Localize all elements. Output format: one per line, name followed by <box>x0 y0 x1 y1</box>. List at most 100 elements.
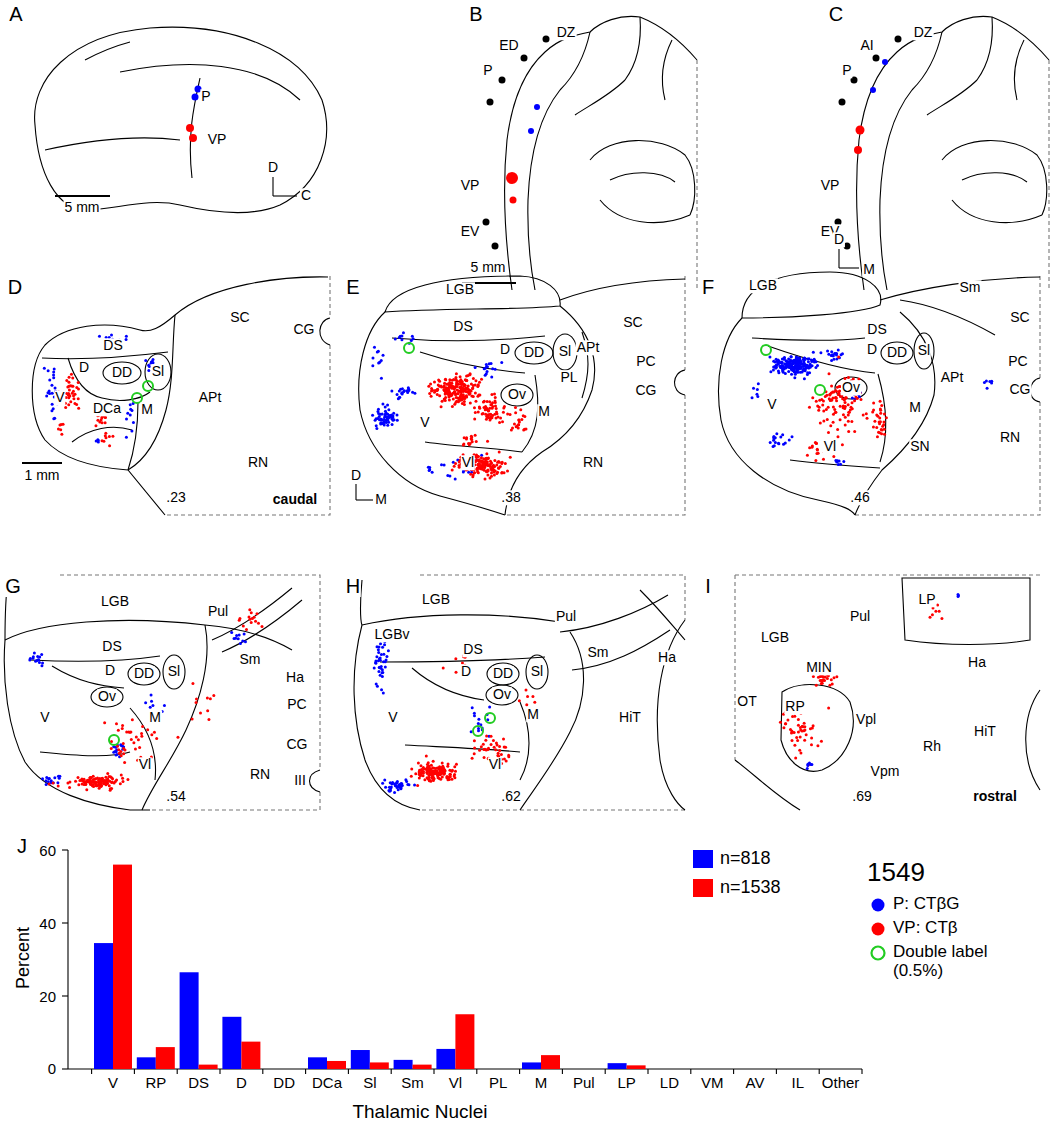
cell-dot <box>450 394 453 397</box>
cell-dot <box>490 375 493 378</box>
outline <box>719 318 855 515</box>
cell-dot <box>777 442 780 445</box>
outline <box>768 346 875 373</box>
cell-dot <box>72 397 75 400</box>
cell-dot <box>834 459 837 462</box>
cell-dot <box>478 749 481 752</box>
cell-dot <box>98 421 101 424</box>
cell-dot <box>815 360 818 363</box>
cell-dot <box>60 433 63 436</box>
cell-dot <box>410 767 413 770</box>
cell-dot <box>261 625 264 628</box>
cell-dot <box>444 392 447 395</box>
cell-dot <box>940 617 943 620</box>
cell-dot <box>885 416 888 419</box>
cell-dot <box>790 355 793 358</box>
cell-dot <box>851 396 854 399</box>
cell-dot <box>498 450 501 453</box>
cell-dot <box>834 396 837 399</box>
cell-dot <box>242 625 245 628</box>
legend-marks <box>693 850 885 960</box>
cell-dot <box>239 642 242 645</box>
cell-dot <box>831 354 834 357</box>
cell-dot <box>438 765 441 768</box>
cell-dot <box>101 439 104 442</box>
panel-b-section <box>462 16 697 290</box>
outline <box>91 687 123 707</box>
cell-dot <box>474 384 477 387</box>
cell-dot <box>381 671 384 674</box>
outline <box>45 138 180 150</box>
cell-dot <box>787 370 790 373</box>
cell-dot <box>117 729 120 732</box>
cell-dot <box>43 367 46 370</box>
cell-dot <box>400 334 403 337</box>
cell-dot <box>462 396 465 399</box>
cell-dot <box>460 383 463 386</box>
cell-dot <box>396 393 399 396</box>
cell-dot <box>69 400 72 403</box>
region-label: VP <box>820 178 841 193</box>
cell-dot <box>59 428 62 431</box>
cell-dot <box>414 772 417 775</box>
cell-dot <box>826 677 829 680</box>
cell-dot <box>774 436 777 439</box>
cell-dot <box>823 679 826 682</box>
cell-dot <box>417 761 420 764</box>
cell-dot <box>802 729 805 732</box>
cell-dot <box>797 718 800 721</box>
cell-dot <box>52 373 55 376</box>
cell-dot <box>66 782 69 785</box>
x-tick <box>219 1069 220 1074</box>
cell-dot <box>484 408 487 411</box>
cell-dot <box>782 371 785 374</box>
cell-dot <box>398 396 401 399</box>
cell-dot <box>830 350 833 353</box>
bar <box>627 1065 646 1069</box>
cell-dot <box>490 475 493 478</box>
cell-dot <box>485 363 488 366</box>
cell-dot <box>484 405 487 408</box>
cell-dot <box>832 421 835 424</box>
cell-dot <box>40 664 43 667</box>
cell-dot <box>853 399 856 402</box>
outline <box>742 272 881 318</box>
cell-dot <box>430 395 433 398</box>
cell-dot <box>380 419 383 422</box>
cell-dot <box>418 769 421 772</box>
cell-dot <box>986 387 989 390</box>
cell-dot <box>810 446 813 449</box>
cell-dot <box>482 401 485 404</box>
scale-label: M <box>862 262 876 277</box>
cell-dot <box>938 610 941 613</box>
cell-dot <box>209 697 212 700</box>
cell-dot <box>104 421 107 424</box>
cell-dot <box>64 406 67 409</box>
cell-dot <box>769 370 772 373</box>
cell-dot <box>70 373 73 376</box>
cell-dot <box>375 424 378 427</box>
cell-dot <box>833 408 836 411</box>
cell-dot <box>500 753 503 756</box>
cell-dot <box>250 611 253 614</box>
cell-dot <box>488 400 491 403</box>
cell-dot <box>376 410 379 413</box>
cell-dot <box>101 777 104 780</box>
cell-dot <box>66 386 69 389</box>
outline <box>85 42 130 60</box>
cell-dot <box>490 735 493 738</box>
cell-dot <box>460 393 463 396</box>
outline <box>560 279 685 300</box>
cell-dot <box>794 373 797 376</box>
cell-dot <box>463 403 466 406</box>
cell-dot <box>69 384 72 387</box>
cell-dot <box>832 405 835 408</box>
outline <box>839 99 846 106</box>
cell-dot <box>517 418 520 421</box>
cell-dot <box>436 388 439 391</box>
cell-dot <box>99 780 102 783</box>
outline <box>68 358 150 400</box>
cell-dot <box>481 468 484 471</box>
cell-dot <box>775 358 778 361</box>
cell-dot <box>472 473 475 476</box>
